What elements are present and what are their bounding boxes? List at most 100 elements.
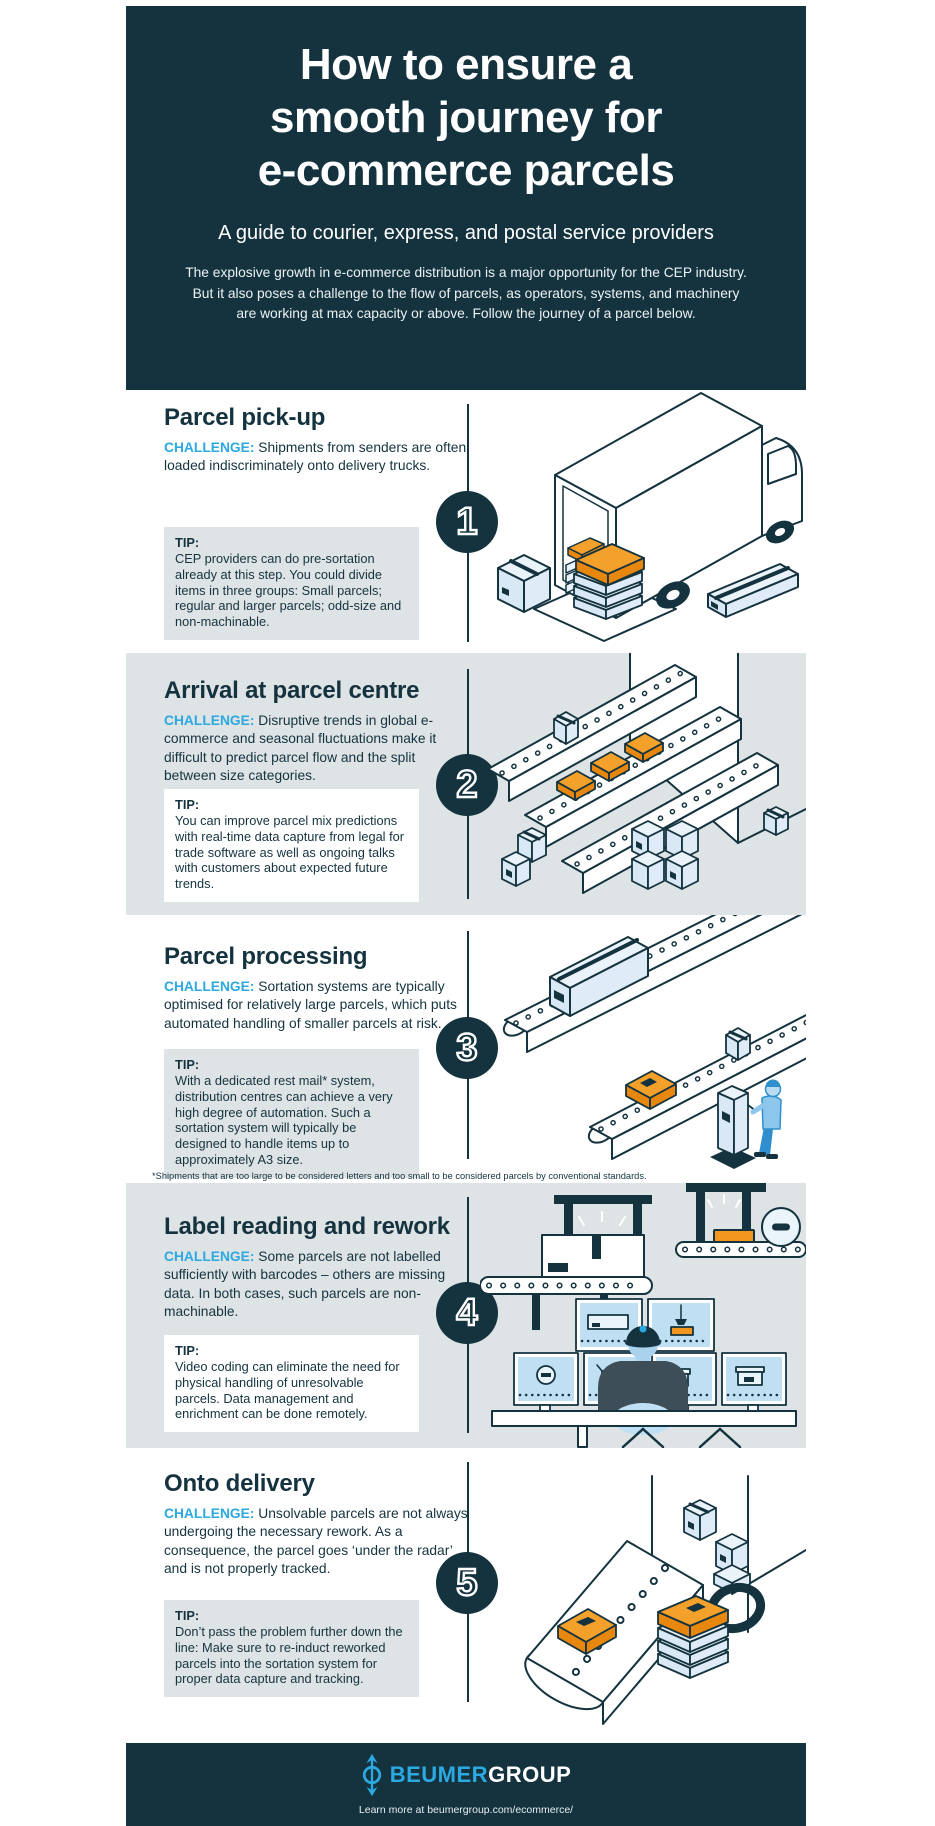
section-text: Label reading and rework CHALLENGE: Some… — [164, 1213, 476, 1321]
intro-paragraph: The explosive growth in e-commerce distr… — [185, 265, 747, 322]
step-number: 4 — [455, 1292, 479, 1334]
main-title: How to ensure a smooth journey for e-com… — [126, 38, 806, 197]
beumer-logo: BEUMERGROUP — [361, 1753, 572, 1797]
challenge-text: CHALLENGE: Disruptive trends in global e… — [164, 712, 470, 785]
logo-primary: BEUMER — [389, 1762, 489, 1787]
challenge-label: CHALLENGE: — [164, 1506, 255, 1521]
tip-body: Don’t pass the problem further down the … — [175, 1623, 403, 1687]
tip-label: TIP: — [175, 1057, 200, 1072]
challenge-body: Shipments from senders are often loaded … — [164, 440, 467, 474]
orange-parcel-icon — [625, 1070, 677, 1110]
step-number-badge: 1 — [436, 491, 498, 553]
footer-tagline: Learn more at beumergroup.com/ecommerce/ — [358, 1804, 574, 1816]
footer: BEUMERGROUP Learn more at beumergroup.co… — [126, 1743, 806, 1826]
tip-body: You can improve parcel mix predictions w… — [175, 812, 405, 892]
challenge-text: CHALLENGE: Shipments from senders are of… — [164, 439, 470, 476]
footnote: *Shipments that are too large to be cons… — [152, 1171, 647, 1181]
section-onto-delivery: Onto delivery CHALLENGE: Unsolvable parc… — [126, 1448, 807, 1743]
desk — [491, 1410, 797, 1427]
illustration-area — [480, 390, 806, 658]
tip-box: TIP: With a dedicated rest mail* system,… — [164, 1049, 419, 1179]
trolley-icon — [710, 1085, 757, 1169]
worker-icon — [750, 1079, 782, 1159]
step-number-badge: 3 — [436, 1017, 498, 1079]
orange-parcel-icon — [575, 543, 645, 586]
section-title: Onto delivery — [164, 1470, 315, 1497]
illustration-area — [479, 1183, 807, 1453]
delivery-truck-illustration — [497, 392, 803, 642]
beumer-logo-text: BEUMERGROUP — [390, 1762, 572, 1788]
title-line: e-commerce parcels — [257, 146, 675, 195]
parcel-stack — [657, 1595, 729, 1679]
parcel-box-icon — [553, 711, 579, 745]
tip-box: TIP: CEP providers can do pre-sortation … — [164, 527, 419, 641]
belt-end-roller-icon — [761, 1207, 801, 1247]
sortation-system-illustration — [502, 881, 833, 1169]
parcel-stack — [573, 543, 645, 620]
challenge-label: CHALLENGE: — [164, 1249, 255, 1264]
tip-box: TIP: You can improve parcel mix predicti… — [164, 789, 419, 903]
beumer-arrow-icon — [362, 1753, 381, 1797]
section-parcel-processing: Parcel processing CHALLENGE: Sortation s… — [126, 881, 833, 1183]
challenge-text: CHALLENGE: Some parcels are not labelled… — [164, 1248, 470, 1321]
section-title: Parcel processing — [164, 943, 368, 970]
parcel-box-icon — [725, 1027, 751, 1061]
tip-box: TIP: Video coding can eliminate the need… — [164, 1335, 419, 1433]
illustration-area — [480, 652, 807, 920]
section-label-reading-rework: Label reading and rework CHALLENGE: Some… — [126, 1183, 807, 1449]
challenge-body: Unsolvable parcels are not always underg… — [164, 1506, 468, 1577]
tip-body: Video coding can eliminate the need for … — [175, 1358, 400, 1422]
challenge-body: Sortation systems are typically optimise… — [164, 979, 457, 1031]
upper-conveyor — [502, 881, 803, 1053]
large-parcel-icon — [549, 936, 649, 1017]
parcel-box-icon — [763, 806, 789, 836]
header: How to ensure a smooth journey for e-com… — [126, 6, 806, 390]
logo-secondary: GROUP — [488, 1762, 572, 1787]
section-title: Parcel pick-up — [164, 404, 326, 431]
section-text: Parcel pick-up CHALLENGE: Shipments from… — [164, 404, 476, 476]
challenge-text: CHALLENGE: Unsolvable parcels are not al… — [164, 1505, 470, 1578]
doorway-boxes — [683, 1499, 751, 1594]
tip-label: TIP: — [175, 797, 200, 812]
section-text: Arrival at parcel centre CHALLENGE: Disr… — [164, 677, 476, 785]
parcel-box-icon — [497, 554, 551, 613]
step-number-badge: 5 — [436, 1552, 498, 1614]
challenge-body: Disruptive trends in global e-commerce a… — [164, 713, 437, 784]
long-parcel-icon — [707, 563, 799, 618]
section-text: Onto delivery CHALLENGE: Unsolvable parc… — [164, 1470, 476, 1578]
step-number: 5 — [455, 1562, 479, 1604]
title-line: smooth journey for — [270, 93, 662, 142]
desk-legs — [577, 1425, 742, 1449]
tip-body: With a dedicated rest mail* system, dist… — [175, 1072, 393, 1168]
tip-body: CEP providers can do pre-sortation alrea… — [175, 550, 402, 630]
orange-parcel-icon — [657, 1595, 729, 1639]
conveyor-hall-illustration — [487, 652, 807, 894]
challenge-text: CHALLENGE: Sortation systems are typical… — [164, 978, 470, 1033]
step-number: 3 — [455, 1027, 479, 1069]
section-arrival-parcel-centre: Arrival at parcel centre CHALLENGE: Disr… — [126, 652, 807, 915]
stacked-boxes — [501, 827, 547, 887]
section-title: Arrival at parcel centre — [164, 677, 420, 704]
subtitle: A guide to courier, express, and postal … — [218, 222, 714, 244]
tip-label: TIP: — [175, 1608, 200, 1623]
step-number-badge: 2 — [436, 754, 498, 816]
tip-label: TIP: — [175, 535, 200, 550]
section-text: Parcel processing CHALLENGE: Sortation s… — [164, 943, 476, 1033]
challenge-body: Some parcels are not labelled sufficient… — [164, 1249, 446, 1320]
section-parcel-pickup: Parcel pick-up CHALLENGE: Shipments from… — [126, 390, 806, 653]
challenge-label: CHALLENGE: — [164, 979, 255, 994]
illustration-area — [480, 881, 833, 1188]
orange-parcels — [556, 732, 664, 801]
video-coding-illustration — [479, 1183, 807, 1449]
box-pallet — [631, 820, 699, 890]
truck-wheels — [656, 520, 795, 609]
scanner-gantry — [479, 1195, 653, 1330]
tip-box: TIP: Don’t pass the problem further down… — [164, 1600, 419, 1698]
reinduction-illustration — [524, 1475, 807, 1725]
challenge-label: CHALLENGE: — [164, 440, 255, 455]
cab-window — [767, 445, 797, 485]
step-number: 1 — [455, 501, 479, 543]
challenge-label: CHALLENGE: — [164, 713, 255, 728]
section-title: Label reading and rework — [164, 1213, 450, 1240]
